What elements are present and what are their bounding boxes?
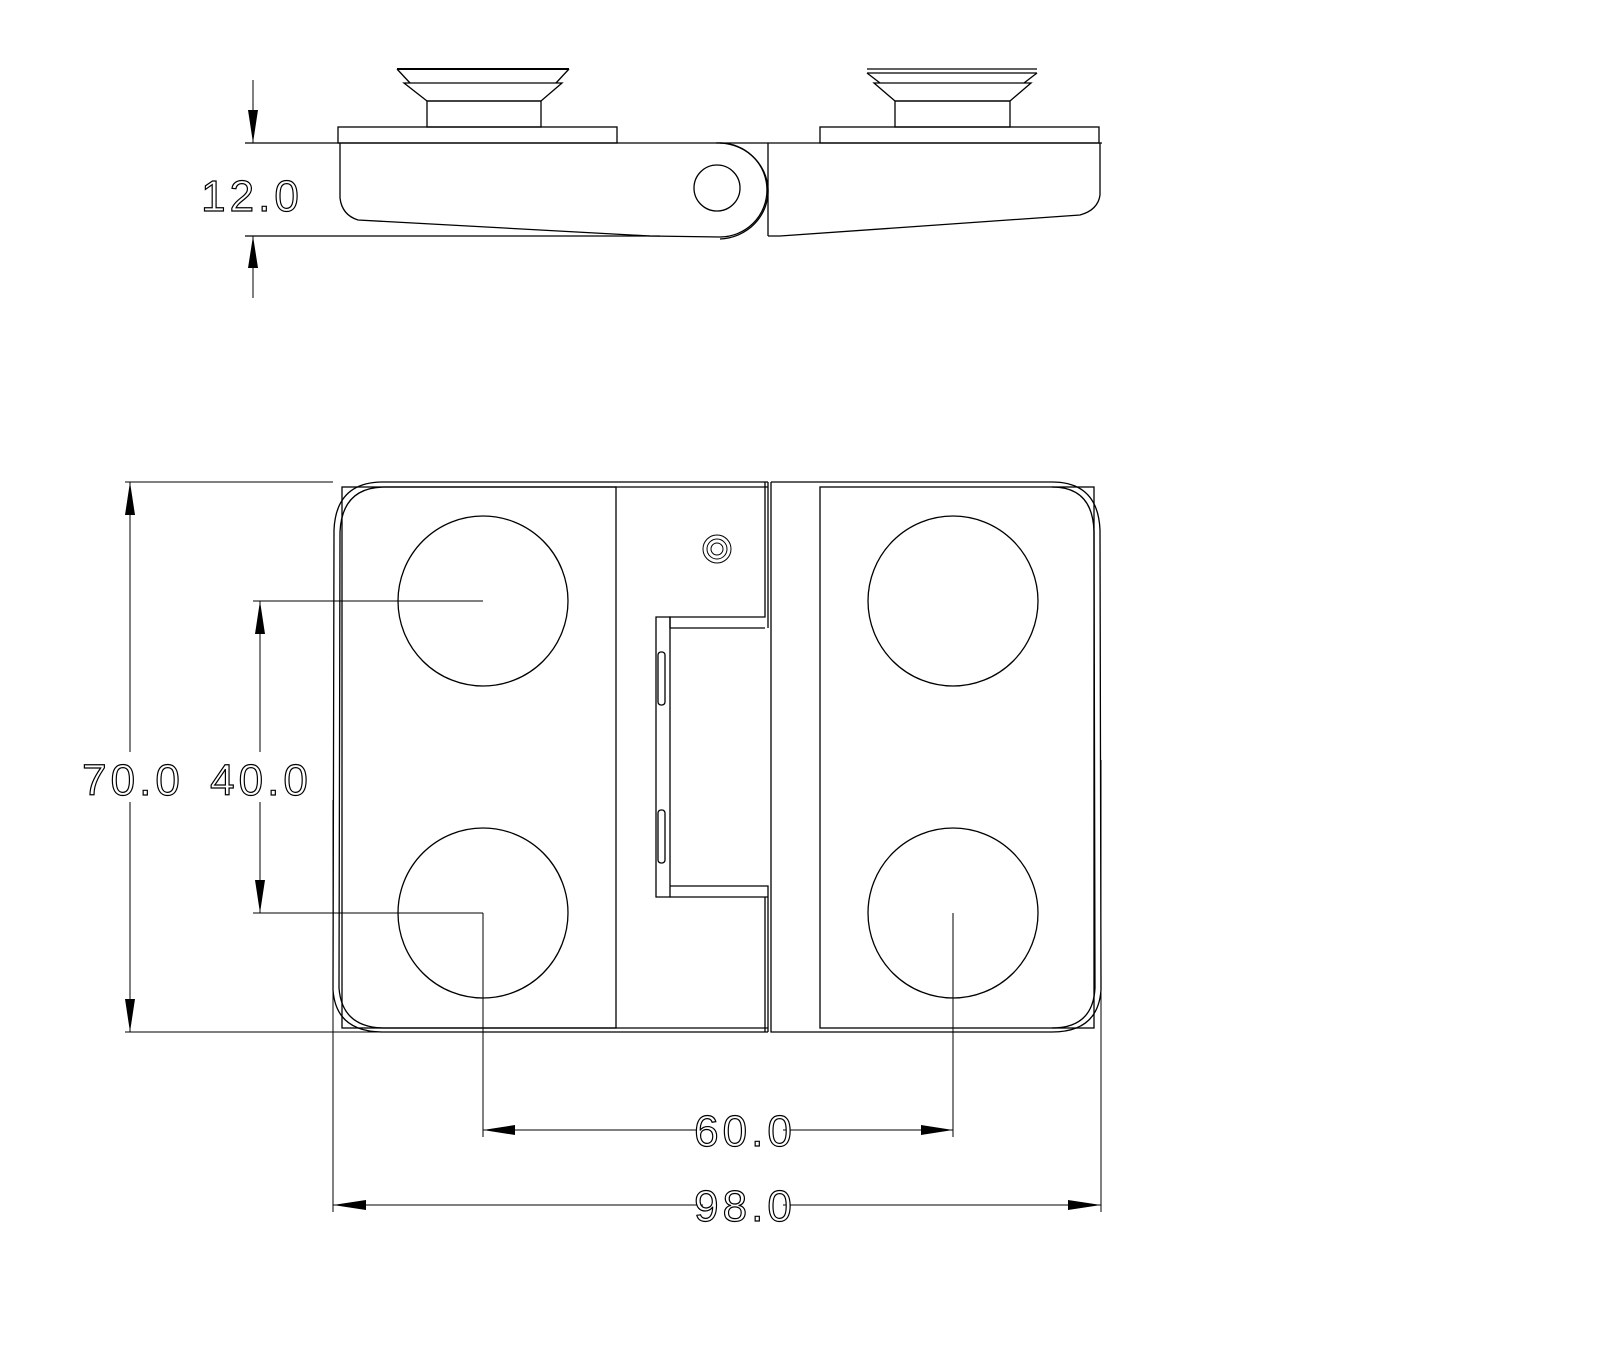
hinge-pin (693, 164, 741, 212)
dimension-hole-vertical: 40.0 (210, 600, 483, 914)
screw-icon (702, 534, 732, 564)
suction-cup-right (819, 68, 1100, 144)
hinge-body-side (245, 142, 1102, 240)
side-view: 12.0 (201, 68, 1102, 298)
dimension-height: 70.0 (82, 481, 380, 1033)
dimension-label-overall-width: 98.0 (694, 1182, 796, 1231)
top-view: 70.0 40.0 60.0 98.0 (82, 481, 1102, 1232)
hinge-slot (657, 809, 666, 864)
left-leaf (332, 481, 768, 1033)
suction-cup-left (337, 68, 618, 144)
dimension-thickness: 12.0 (201, 80, 303, 298)
right-leaf (770, 481, 1102, 1033)
dimension-hole-horizontal: 60.0 (482, 913, 954, 1157)
dimension-label-height: 70.0 (82, 756, 184, 805)
dimension-label-hole-horizontal: 60.0 (694, 1107, 796, 1156)
suction-cup-top-right (867, 515, 1039, 687)
dimension-overall-width: 98.0 (332, 760, 1102, 1232)
hinge-slot (657, 651, 666, 706)
dimension-label-thickness: 12.0 (201, 172, 303, 221)
hinge-mechanism (655, 482, 769, 1032)
dimension-label-hole-vertical: 40.0 (210, 756, 312, 805)
